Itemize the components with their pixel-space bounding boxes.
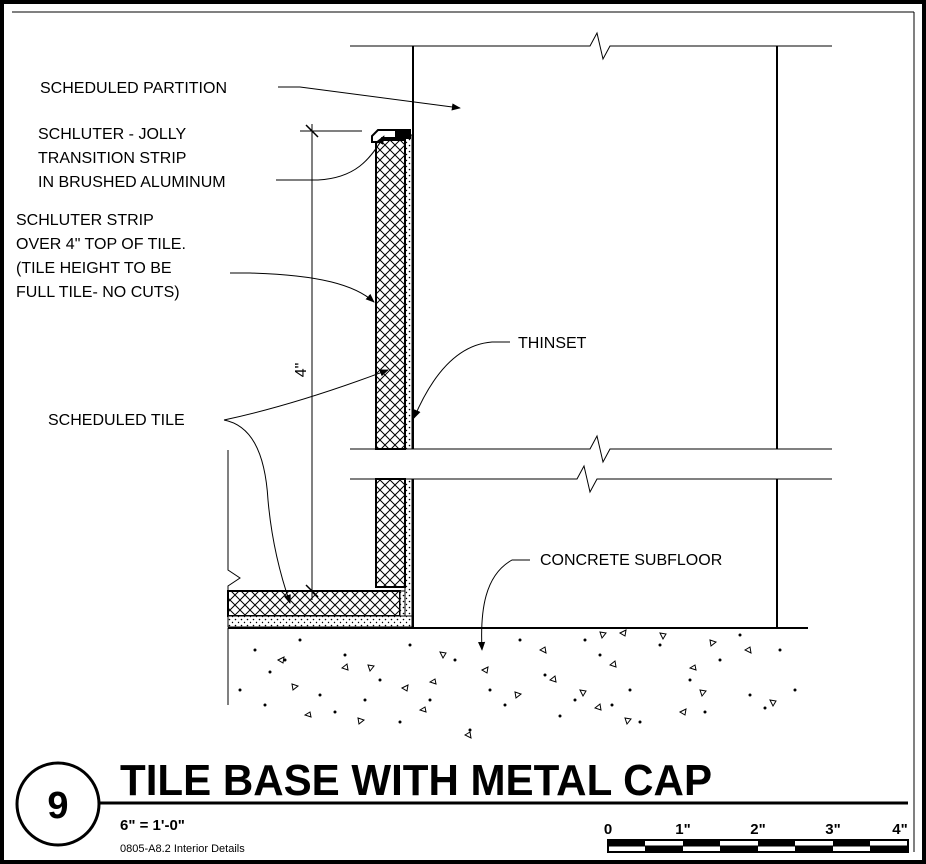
- label-strip-line4: FULL TILE- NO CUTS): [16, 284, 180, 301]
- dimension-text: 4": [293, 363, 310, 378]
- break-line-lower: [350, 464, 832, 494]
- label-concrete-subfloor: CONCRETE SUBFLOOR: [540, 552, 722, 569]
- thinset-vertical: [404, 134, 413, 450]
- scale-tick-0: 0: [604, 821, 612, 838]
- label-strip-line3: (TILE HEIGHT TO BE: [16, 260, 172, 277]
- break-line-upper: [350, 434, 832, 464]
- partition-break-band: [350, 449, 832, 479]
- partition-top-break-line: [350, 31, 832, 61]
- scale-tick-4: 4": [892, 821, 907, 838]
- detail-scale: 6" = 1'-0": [120, 817, 185, 834]
- leader-schluter-strip: [230, 272, 375, 303]
- leader-scheduled-tile-wall: [223, 369, 389, 421]
- label-jolly-line3: IN BRUSHED ALUMINUM: [38, 174, 226, 191]
- scale-tick-2: 2": [750, 821, 765, 838]
- label-strip-line1: SCHLUTER STRIP: [16, 212, 154, 229]
- leader-scheduled-tile-floor: [223, 419, 291, 604]
- label-scheduled-partition: SCHEDULED PARTITION: [40, 80, 227, 97]
- leader-thinset: [413, 341, 510, 419]
- floor-tile: [227, 590, 401, 617]
- concrete-aggregate: [238, 629, 797, 739]
- detail-title: TILE BASE WITH METAL CAP: [120, 756, 712, 805]
- label-jolly-line2: TRANSITION STRIP: [38, 150, 186, 167]
- label-scheduled-tile: SCHEDULED TILE: [48, 412, 185, 429]
- label-jolly-line1: SCHLUTER - JOLLY: [38, 126, 187, 143]
- sheet-reference: 0805-A8.2 Interior Details: [120, 843, 245, 855]
- graphic-scale-bar: 0 1" 2" 3" 4": [604, 821, 909, 853]
- detail-number: 9: [47, 785, 68, 827]
- thinset-floor: [227, 615, 413, 628]
- wall-tile: [375, 139, 406, 450]
- left-wall-break-line: [227, 450, 241, 591]
- leader-scheduled-partition: [278, 86, 461, 111]
- label-thinset: THINSET: [518, 335, 587, 352]
- label-strip-line2: OVER 4" TOP OF TILE.: [16, 236, 186, 253]
- scale-tick-1: 1": [675, 821, 690, 838]
- scale-tick-3: 3": [825, 821, 840, 838]
- leader-concrete-subfloor: [478, 559, 530, 651]
- leader-jolly: [276, 135, 385, 181]
